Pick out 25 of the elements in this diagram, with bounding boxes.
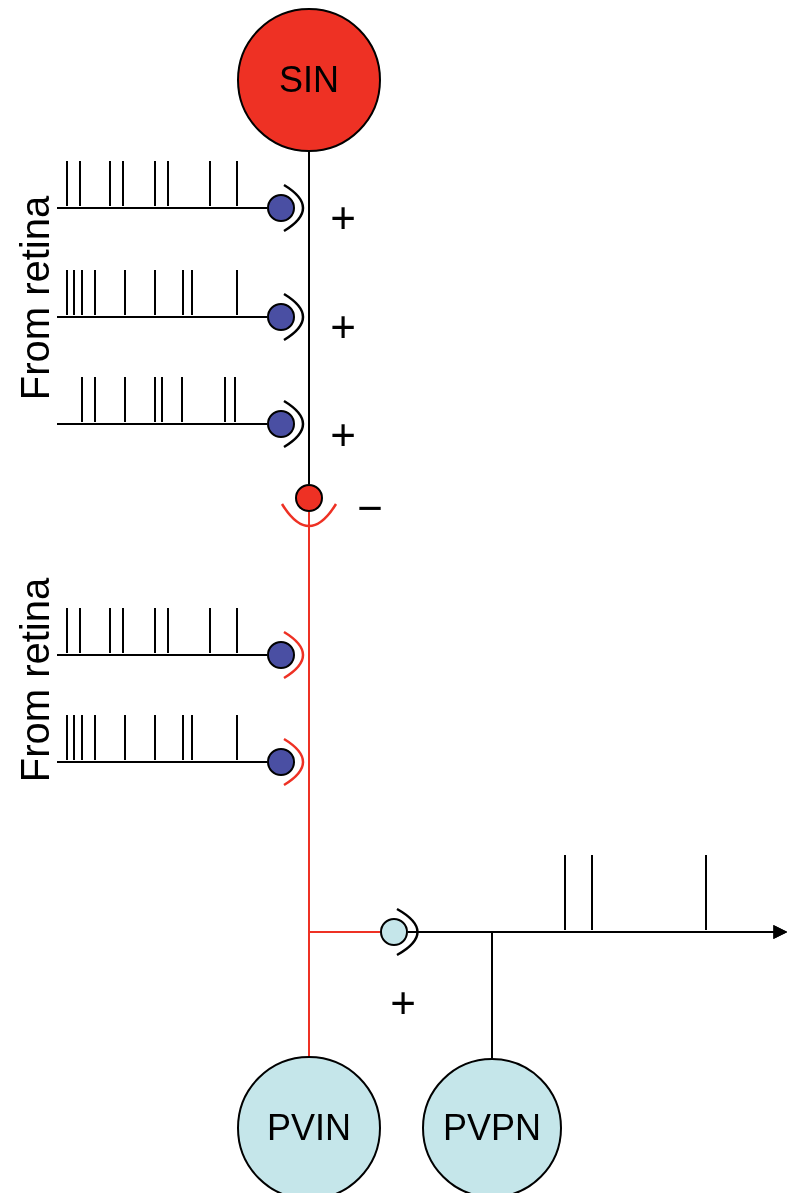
connector-line: [56, 761, 268, 763]
input-label: From retina: [12, 577, 58, 783]
synapse-terminal: [267, 641, 295, 669]
input-label: From retina: [12, 195, 58, 401]
neuron-label: PVPN: [442, 1107, 541, 1149]
neuron-label: SIN: [279, 59, 339, 101]
synapse-terminal: [267, 748, 295, 776]
sign-label: −: [357, 483, 383, 533]
connector-line: [308, 931, 381, 1057]
synapse-terminal: [267, 303, 295, 331]
synapse-terminal: [267, 410, 295, 438]
connector-line: [56, 207, 268, 209]
sign-label: +: [330, 302, 356, 352]
connector-line: [56, 316, 268, 318]
connector-line: [56, 654, 268, 656]
sign-label: +: [390, 978, 416, 1028]
synapse-terminal: [380, 918, 408, 946]
arrow: [491, 925, 788, 1059]
connector-line: [308, 151, 310, 485]
connector-line: [56, 423, 268, 425]
neuron-label: PVIN: [267, 1107, 351, 1149]
sign-label: +: [330, 410, 356, 460]
synapse-terminal: [267, 194, 295, 222]
sign-label: +: [330, 193, 356, 243]
synapse-terminal: [295, 484, 323, 512]
